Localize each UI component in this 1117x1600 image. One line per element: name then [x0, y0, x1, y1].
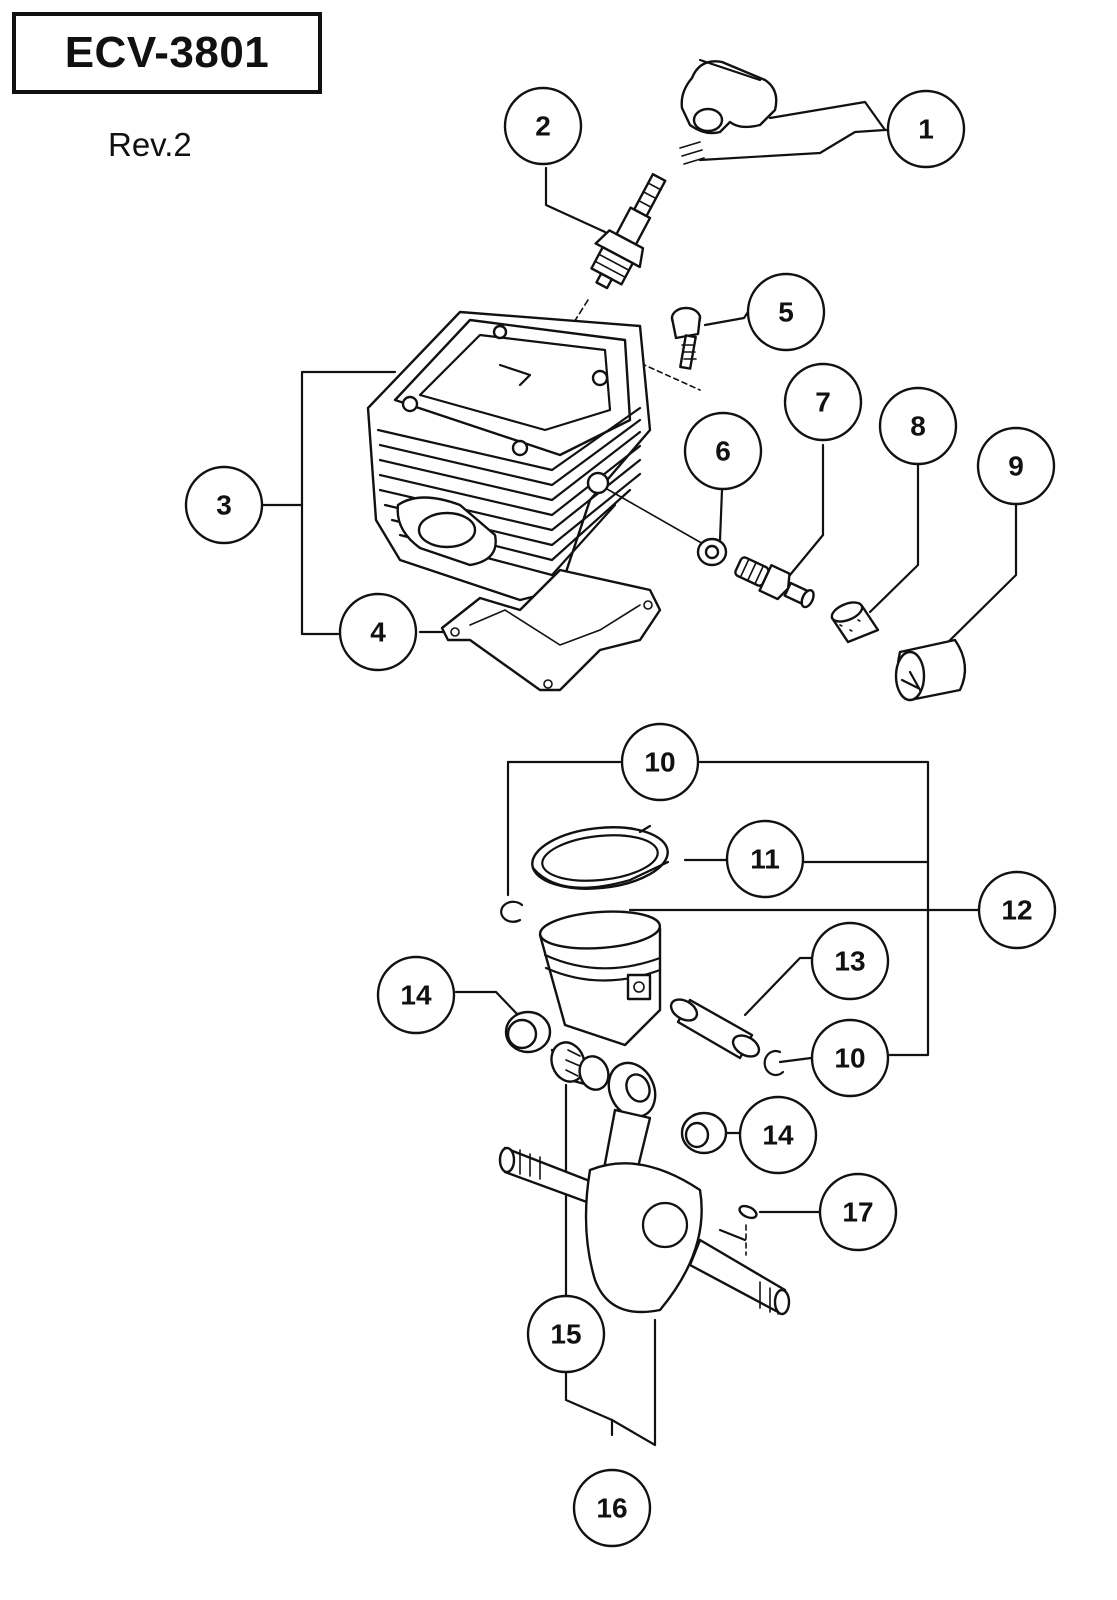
- needle-bearing-icon: [550, 1041, 610, 1091]
- filter-icon: [830, 601, 880, 644]
- callout-number: 13: [834, 946, 865, 977]
- callout-3: 3: [184, 465, 264, 545]
- callout-number: 5: [778, 297, 794, 328]
- washer-icon: [696, 537, 728, 567]
- piston-ring-icon: [531, 824, 670, 890]
- callout-11: 11: [725, 819, 805, 899]
- callout-circle: [572, 1468, 652, 1548]
- callout-circle: [818, 1172, 898, 1252]
- callout-circle: [184, 465, 264, 545]
- callout-circle: [526, 1294, 606, 1374]
- bolt-icon: [670, 306, 702, 370]
- callout-12: 12: [977, 870, 1057, 950]
- callout-circle: [338, 592, 418, 672]
- callout-number: 16: [596, 1493, 627, 1524]
- callout-circle: [810, 921, 890, 1001]
- callout-number: 8: [910, 411, 926, 442]
- callout-circle: [746, 272, 826, 352]
- callout-circle: [977, 870, 1057, 950]
- callout-number: 3: [216, 490, 232, 521]
- key-icon: [738, 1204, 758, 1220]
- callout-8: 8: [878, 386, 958, 466]
- callout-circle: [503, 86, 583, 166]
- callout-number: 9: [1008, 451, 1024, 482]
- callout-circle: [620, 722, 700, 802]
- cylinder-icon: [366, 310, 652, 602]
- callout-number: 4: [370, 617, 386, 648]
- callout-number: 1: [918, 114, 934, 145]
- callout-circle: [783, 362, 863, 442]
- callout-16: 16: [572, 1468, 652, 1548]
- callout-circle: [376, 955, 456, 1035]
- leader-lines: [260, 100, 1018, 1447]
- callout-1: 1: [886, 89, 966, 169]
- callout-15: 15: [526, 1294, 606, 1374]
- callout-6: 6: [683, 411, 763, 491]
- callout-number: 12: [1001, 895, 1032, 926]
- circlip-icon: [500, 900, 524, 923]
- gasket-icon: [440, 568, 662, 692]
- oil-seal-icon: [680, 1111, 728, 1155]
- callout-10: 10: [810, 1018, 890, 1098]
- callout-circle: [738, 1095, 818, 1175]
- cap-icon: [894, 638, 967, 702]
- model-title: ECV-3801: [64, 28, 270, 77]
- revision-label: Rev.2: [108, 126, 192, 163]
- callout-9: 9: [976, 426, 1056, 506]
- spark-plug-icon: [590, 173, 667, 290]
- plug-cap-icon: [679, 58, 778, 165]
- callout-circle: [976, 426, 1056, 506]
- callout-2: 2: [503, 86, 583, 166]
- callout-number: 6: [715, 436, 731, 467]
- callout-circle: [725, 819, 805, 899]
- decompression-valve-icon: [734, 556, 815, 609]
- circlip-icon: [763, 1049, 785, 1077]
- callout-number: 7: [815, 387, 831, 418]
- callout-4: 4: [338, 592, 418, 672]
- piston-icon: [538, 910, 662, 1047]
- callout-circle: [886, 89, 966, 169]
- callout-number: 17: [842, 1197, 873, 1228]
- callout-circle: [683, 411, 763, 491]
- callout-10: 10: [620, 722, 700, 802]
- callout-circle: [878, 386, 958, 466]
- callout-number: 11: [750, 844, 780, 875]
- callout-number: 10: [834, 1043, 865, 1074]
- callout-number: 2: [535, 111, 551, 142]
- callout-17: 17: [818, 1172, 898, 1252]
- model-title-box: ECV-3801: [12, 12, 322, 94]
- callout-number: 14: [400, 980, 432, 1011]
- callout-circle: [810, 1018, 890, 1098]
- callout-14: 14: [376, 955, 456, 1035]
- callout-13: 13: [810, 921, 890, 1001]
- callout-number: 15: [550, 1319, 581, 1350]
- oil-seal-icon: [504, 1010, 552, 1054]
- piston-pin-icon: [669, 998, 761, 1060]
- crankshaft-icon: [498, 1061, 791, 1316]
- callout-14: 14: [738, 1095, 818, 1175]
- callout-7: 7: [783, 362, 863, 442]
- callout-5: 5: [746, 272, 826, 352]
- callout-number: 14: [762, 1120, 794, 1151]
- callout-number: 10: [644, 747, 675, 778]
